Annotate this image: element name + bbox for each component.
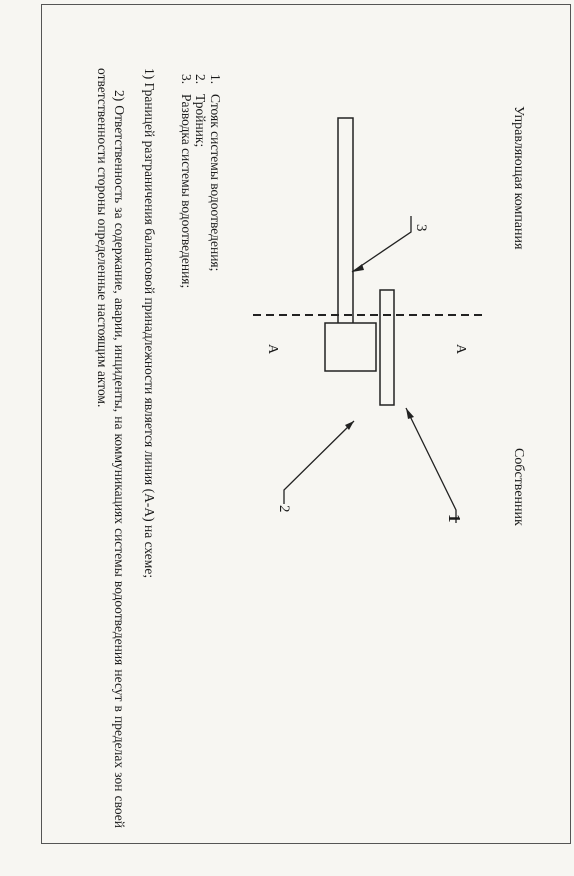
paragraph-boundary: 1) Границей разграничения балансовой при… — [142, 68, 157, 579]
paragraph-responsibility: 2) Ответственность за содержание, аварии… — [95, 68, 127, 829]
label-a-bottom: А — [265, 344, 280, 355]
label-3: 3 — [413, 224, 429, 232]
riser-pipe — [379, 289, 395, 406]
label-a-top: А — [453, 344, 468, 355]
arrow-1 — [406, 408, 414, 419]
arrow-2 — [345, 421, 354, 430]
leader-line-3 — [351, 216, 412, 273]
legend-list: 1.Стояк системы водоотведения; 2.Тройник… — [179, 74, 223, 288]
branch-pipe — [337, 117, 354, 335]
legend-item: 3.Разводка системы водоотведения; — [179, 74, 194, 289]
legend-item: 2.Тройник; — [193, 74, 209, 148]
page-border — [41, 4, 571, 844]
legend-item: 1.Стояк системы водоотведения; — [208, 74, 223, 272]
tee-fitting — [324, 322, 377, 372]
label-1: 1 — [445, 514, 464, 523]
label-2: 2 — [276, 505, 292, 513]
leader-line-2 — [283, 420, 355, 504]
leader-line-1 — [405, 407, 457, 523]
arrow-3 — [352, 264, 364, 272]
